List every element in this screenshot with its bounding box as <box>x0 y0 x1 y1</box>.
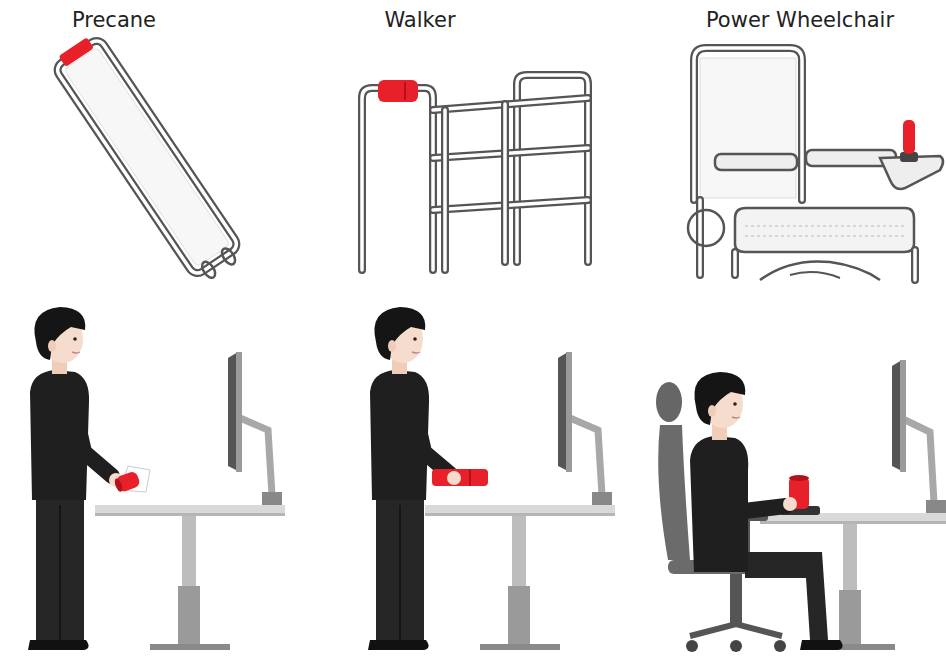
column-heading: Power Wheelchair <box>706 8 894 32</box>
column-heading: Walker <box>384 8 455 32</box>
column-heading: Precane <box>72 8 156 32</box>
